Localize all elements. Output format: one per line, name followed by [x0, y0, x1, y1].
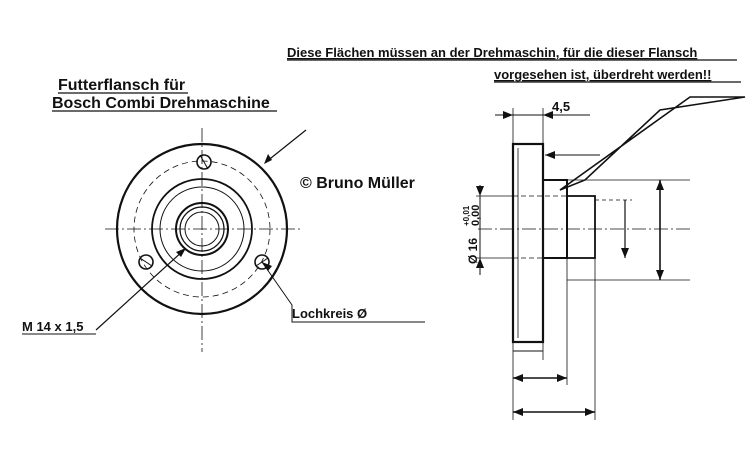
bolt-circle-leader-line: [261, 261, 425, 323]
thread-leader-arrow: [176, 248, 186, 257]
dim-width-arrow-left: [503, 111, 513, 119]
hub-outer-circle: [151, 178, 253, 280]
thread-label: M 14 x 1,5: [22, 319, 83, 334]
front-view: [22, 128, 425, 352]
spigot: [566, 195, 596, 259]
notice-callout-wedge: [559, 96, 746, 191]
bolt-hole-left: [138, 254, 154, 270]
dim-width-arrow-right: [543, 111, 553, 119]
dim-len-2-arrow-right: [557, 374, 567, 382]
hub-step: [542, 179, 568, 259]
bolt-circle-leader-arrow: [262, 262, 272, 271]
outer-leader-arrow: [264, 154, 272, 164]
dim-hub-arrow-top: [656, 180, 664, 190]
diameter-label: Ø 16: [466, 238, 480, 264]
diameter-label-group: Ø 16 +0,01 0,00: [462, 205, 482, 264]
flange-outer-circle: [115, 142, 289, 316]
diameter-tol-lower: 0,00: [470, 205, 482, 226]
dim-len-3-arrow-right: [585, 408, 595, 416]
notice-callout-arrow: [545, 151, 555, 159]
title-line-2: Bosch Combi Drehmaschine: [52, 95, 270, 112]
dim-width-label: 4,5: [552, 99, 570, 114]
thread-major-circle: [175, 202, 229, 256]
bolt-circle-label: Lochkreis Ø: [292, 306, 367, 321]
outer-leader-line: [265, 129, 307, 163]
dim-dia-arrow-bottom: [476, 258, 484, 268]
copyright: © Bruno Müller: [300, 175, 415, 192]
thread-leader-line: [95, 249, 185, 331]
bolt-hole-left-line: [139, 257, 153, 267]
thread-minor-circle: [179, 206, 225, 252]
dim-dia-arrow-top: [476, 186, 484, 196]
side-view: [476, 96, 746, 420]
dim-len-2-arrow-left: [513, 374, 523, 382]
hub-inner-circle: [159, 186, 245, 272]
notice-line-2: vorgesehen ist, überdreht werden!!: [494, 67, 711, 82]
bore-circle: [184, 211, 220, 247]
bolt-hole-top: [196, 154, 212, 170]
dim-spigot-arrow: [621, 248, 629, 258]
diameter-tol-upper: +0,01: [462, 205, 471, 226]
bolt-hole-top-line: [199, 154, 209, 170]
dim-hub-arrow-bottom: [656, 270, 664, 280]
bolt-hole-right: [254, 254, 270, 270]
title-line-1: Futterflansch für: [58, 77, 185, 94]
flange-disk: [511, 142, 545, 344]
bolt-circle: [133, 160, 271, 298]
dim-len-3-arrow-left: [513, 408, 523, 416]
notice-line-1: Diese Flächen müssen an der Drehmaschin,…: [287, 45, 697, 60]
